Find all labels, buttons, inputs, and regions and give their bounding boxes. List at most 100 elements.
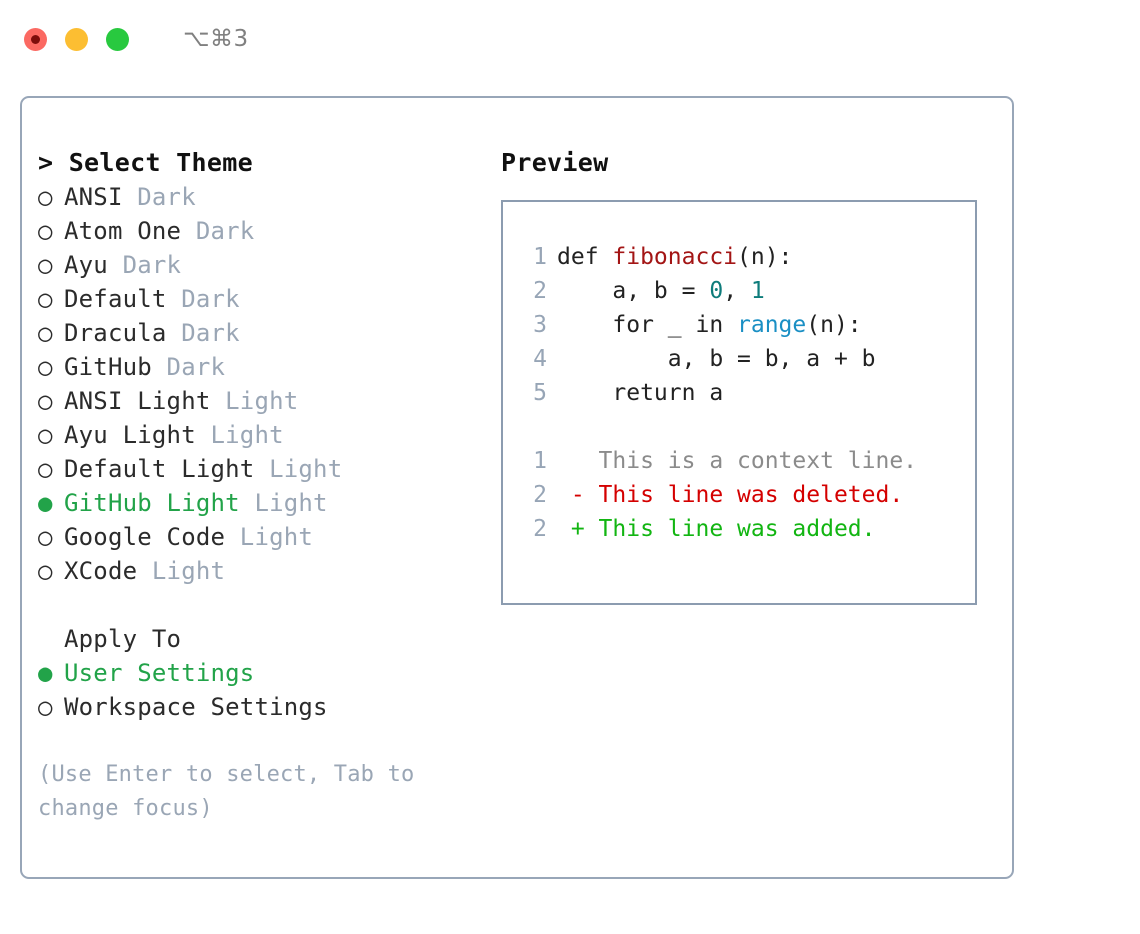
theme-option-label: GitHub Light	[64, 489, 240, 517]
theme-option-ansi[interactable]: ○ ANSI Dark	[38, 180, 478, 214]
theme-option-tag: Light	[239, 489, 328, 517]
keyboard-shortcut-label: ⌥⌘3	[183, 25, 249, 52]
theme-option-github[interactable]: ○ GitHub Dark	[38, 350, 478, 384]
theme-option-label: GitHub	[64, 353, 152, 381]
radio-unselected-icon: ○	[38, 319, 53, 347]
code-line: 3 for _ in range(n):	[523, 308, 975, 342]
theme-option-label: ANSI	[64, 183, 123, 211]
code-token-add: + This line was added.	[557, 516, 876, 542]
code-line: 1 def fibonacci(n):	[523, 240, 975, 274]
theme-option-atom-one[interactable]: ○ Atom One Dark	[38, 214, 478, 248]
list-spacer	[38, 588, 478, 622]
code-token-plain: return a	[557, 380, 724, 406]
theme-option-label: Default	[64, 285, 167, 313]
theme-option-default[interactable]: ○Default Dark	[38, 282, 478, 316]
line-number: 1	[533, 244, 547, 270]
code-token-ctx: This is a context line.	[557, 448, 918, 474]
apply-to-heading: Apply To	[38, 622, 478, 656]
code-token-plain: (n):	[737, 244, 793, 270]
maximize-button-icon[interactable]	[106, 27, 129, 51]
radio-unselected-icon: ○	[38, 217, 53, 245]
apply-to-option-user-settings[interactable]: ● User Settings	[38, 656, 478, 690]
code-token-call: range	[737, 312, 807, 338]
radio-unselected-icon: ○	[38, 455, 53, 483]
theme-option-tag: Dark	[166, 319, 240, 347]
theme-option-tag: Light	[254, 455, 343, 483]
theme-option-ansi-light[interactable]: ○ ANSI Light Light	[38, 384, 478, 418]
title-bar: ⌥⌘3	[0, 0, 1140, 78]
radio-unselected-icon: ○	[38, 693, 53, 721]
theme-option-github-light[interactable]: ● GitHub Light Light	[38, 486, 478, 520]
main-panel: > Select Theme ○ANSI Dark○Atom One Dark○…	[20, 96, 1014, 879]
code-token-fn: fibonacci	[612, 244, 738, 270]
theme-option-label: Google Code	[64, 523, 226, 551]
apply-to-heading-indent	[38, 622, 64, 656]
radio-unselected-icon: ○	[38, 183, 53, 211]
code-line: 2 a, b = 0, 1	[523, 274, 975, 308]
apply-to-option-label: User Settings	[64, 659, 255, 687]
code-token-plain: (n):	[806, 312, 862, 338]
theme-option-list: ○ANSI Dark○Atom One Dark○Ayu Dark○Defaul…	[38, 180, 478, 588]
line-number: 2	[533, 278, 547, 304]
theme-option-default-light[interactable]: ○ Default Light Light	[38, 452, 478, 486]
theme-option-label: ANSI Light	[64, 387, 211, 415]
apply-to-option-workspace-settings[interactable]: ○ Workspace Settings	[38, 690, 478, 724]
radio-selected-icon: ●	[38, 659, 53, 687]
theme-option-tag: Light	[137, 557, 226, 585]
code-token-plain: a, b =	[557, 278, 710, 304]
theme-option-xcode[interactable]: ○ XCode Light	[38, 554, 478, 588]
theme-option-tag: Dark	[107, 251, 182, 279]
radio-selected-icon: ●	[38, 489, 53, 517]
line-number: 4	[533, 346, 547, 372]
apply-to-option-list: ● User Settings ○ Workspace Settings	[38, 656, 478, 724]
line-number: 2	[533, 482, 547, 508]
code-token-plain: a, b = b, a + b	[557, 346, 876, 372]
keyboard-hint-text: (Use Enter to select, Tab to change focu…	[38, 762, 415, 821]
theme-option-tag: Light	[195, 421, 284, 449]
theme-option-label: XCode	[64, 557, 138, 585]
theme-option-ayu[interactable]: ○ Ayu Dark	[38, 248, 478, 282]
code-line: 2 + This line was added.	[523, 512, 975, 546]
theme-option-tag: Dark	[151, 353, 226, 381]
theme-option-label: Default Light	[64, 455, 255, 483]
theme-option-dracula[interactable]: ○Dracula Dark	[38, 316, 478, 350]
radio-unselected-icon: ○	[38, 353, 53, 381]
line-number: 5	[533, 380, 547, 406]
radio-unselected-icon: ○	[38, 523, 53, 551]
theme-option-tag: Light	[225, 523, 314, 551]
radio-unselected-icon: ○	[38, 557, 53, 585]
close-button-icon[interactable]	[24, 27, 47, 51]
theme-option-label: Ayu	[64, 251, 108, 279]
apply-to-option-label: Workspace Settings	[64, 693, 328, 721]
window-controls	[24, 27, 129, 51]
theme-option-tag: Dark	[122, 183, 196, 211]
line-number: 1	[533, 448, 547, 474]
preview-heading: Preview	[501, 148, 609, 177]
code-token-del: - This line was deleted.	[557, 482, 904, 508]
code-line: 1 This is a context line.	[523, 444, 975, 478]
code-line: 4 a, b = b, a + b	[523, 342, 975, 376]
theme-option-ayu-light[interactable]: ○Ayu Light Light	[38, 418, 478, 452]
minimize-button-icon[interactable]	[65, 27, 88, 51]
code-token-plain: ,	[723, 278, 751, 304]
theme-selection-column: > Select Theme ○ANSI Dark○Atom One Dark○…	[38, 146, 478, 826]
code-token-plain: def	[557, 244, 613, 270]
theme-option-label: Ayu Light	[64, 421, 196, 449]
select-theme-heading: > Select Theme	[38, 148, 253, 177]
apply-to-heading-label: Apply To	[64, 625, 182, 653]
theme-option-tag: Light	[210, 387, 299, 415]
theme-option-tag: Dark	[166, 285, 240, 313]
line-number: 2	[533, 516, 547, 542]
code-blank-line	[523, 410, 975, 444]
theme-option-label: Atom One	[64, 217, 182, 245]
theme-option-google-code[interactable]: ○ Google Code Light	[38, 520, 478, 554]
line-number: 3	[533, 312, 547, 338]
theme-option-tag: Dark	[181, 217, 255, 245]
code-token-num: 0	[709, 278, 724, 304]
radio-unselected-icon: ○	[38, 251, 53, 279]
radio-unselected-icon: ○	[38, 387, 53, 415]
